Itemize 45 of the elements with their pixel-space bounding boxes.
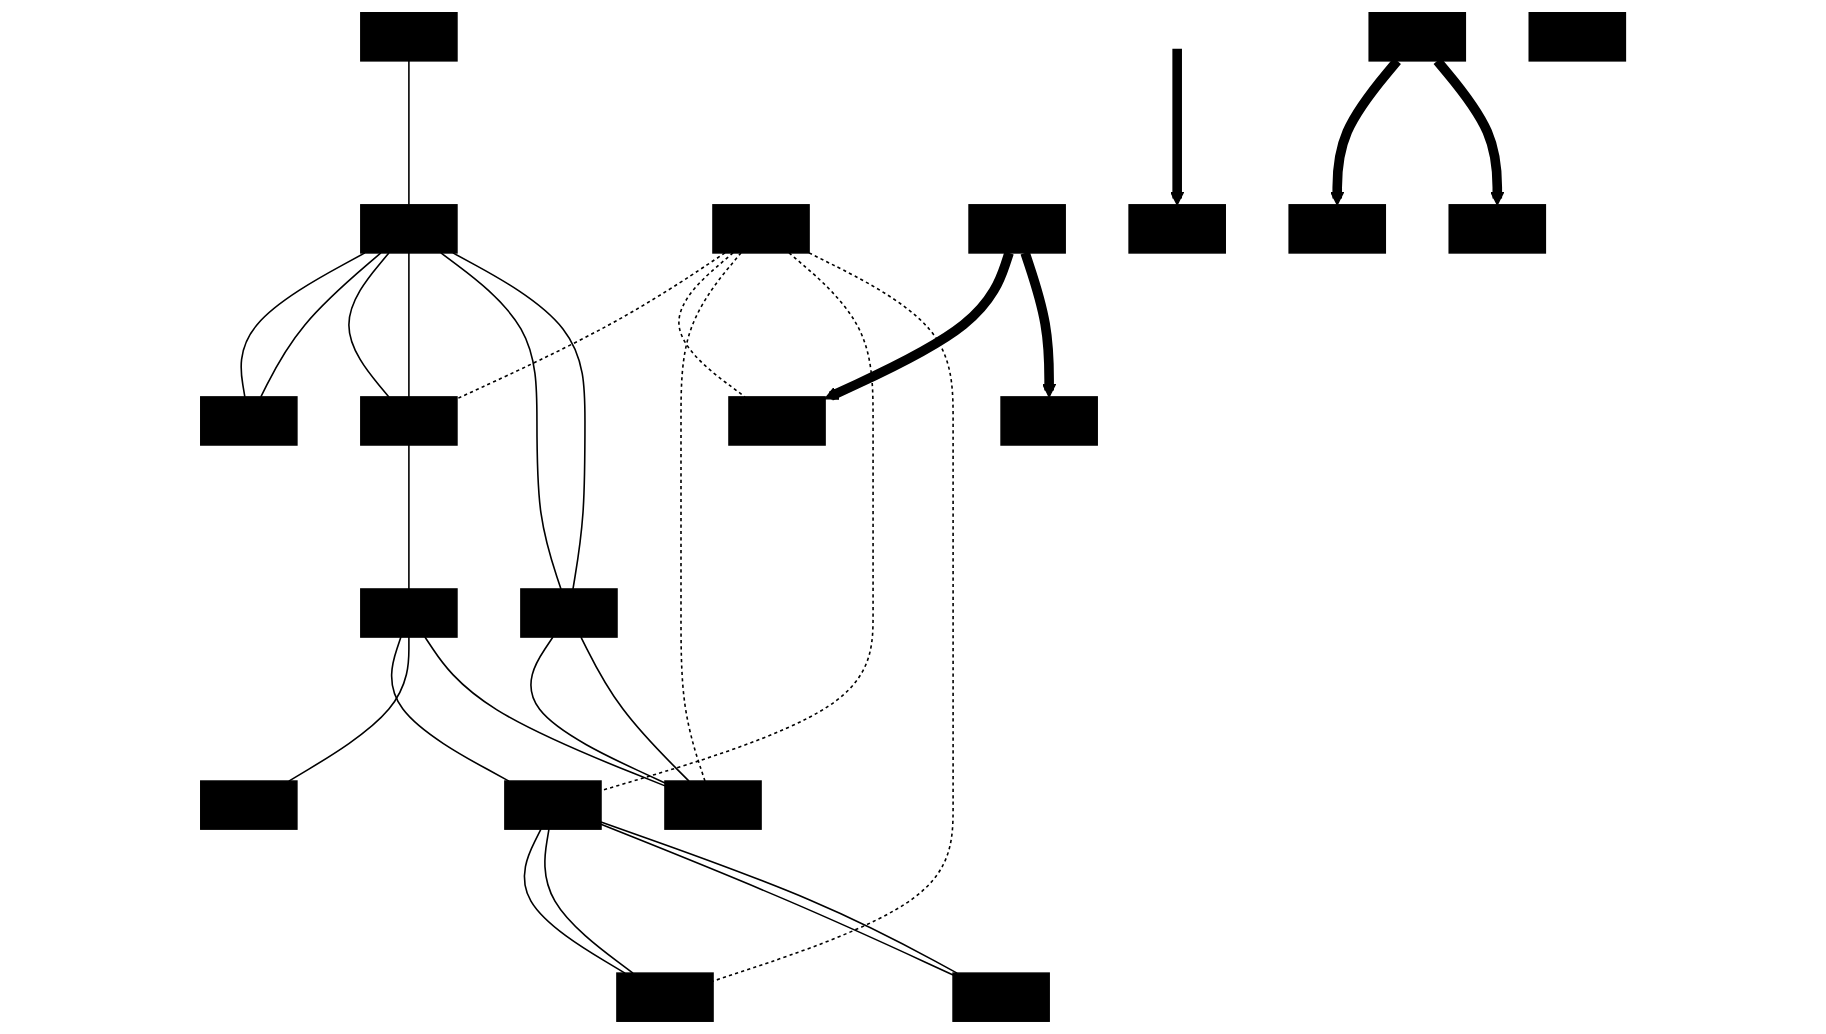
node-box xyxy=(1448,204,1546,254)
connector xyxy=(530,636,666,784)
connector xyxy=(408,60,410,206)
node-box xyxy=(504,780,602,830)
connector xyxy=(600,252,874,792)
node-box xyxy=(968,204,1066,254)
arrow xyxy=(1170,48,1185,206)
node-box xyxy=(616,972,714,1022)
node-box xyxy=(1288,204,1386,254)
arrow xyxy=(1330,57,1401,206)
connector xyxy=(390,636,510,782)
connector xyxy=(712,252,954,982)
node-box xyxy=(952,972,1050,1022)
connector xyxy=(452,252,586,590)
connector xyxy=(240,252,366,398)
connector xyxy=(680,252,742,782)
connector xyxy=(408,252,410,398)
connector xyxy=(424,636,666,787)
connector xyxy=(543,828,634,974)
node-box xyxy=(728,396,826,446)
connector xyxy=(580,636,690,782)
arrow xyxy=(1020,251,1057,398)
arrow xyxy=(824,251,1014,401)
node-box xyxy=(1128,204,1226,254)
node-box xyxy=(360,396,458,446)
connector xyxy=(678,252,746,398)
node-box xyxy=(199,780,298,830)
node-box xyxy=(664,780,762,830)
node-box xyxy=(1000,396,1098,446)
connector xyxy=(456,252,726,400)
node-box xyxy=(520,588,618,638)
node-box xyxy=(199,396,298,446)
connector xyxy=(523,828,626,974)
node-box xyxy=(1528,12,1627,62)
node-box xyxy=(712,204,810,254)
connector xyxy=(259,252,382,398)
arrow xyxy=(1433,57,1505,206)
connector xyxy=(287,636,410,782)
node-box xyxy=(360,12,458,62)
node-box xyxy=(1368,12,1466,62)
node-box xyxy=(360,204,458,254)
connector xyxy=(347,252,390,398)
connector xyxy=(408,444,410,590)
connector xyxy=(440,252,562,590)
node-box xyxy=(360,588,458,638)
